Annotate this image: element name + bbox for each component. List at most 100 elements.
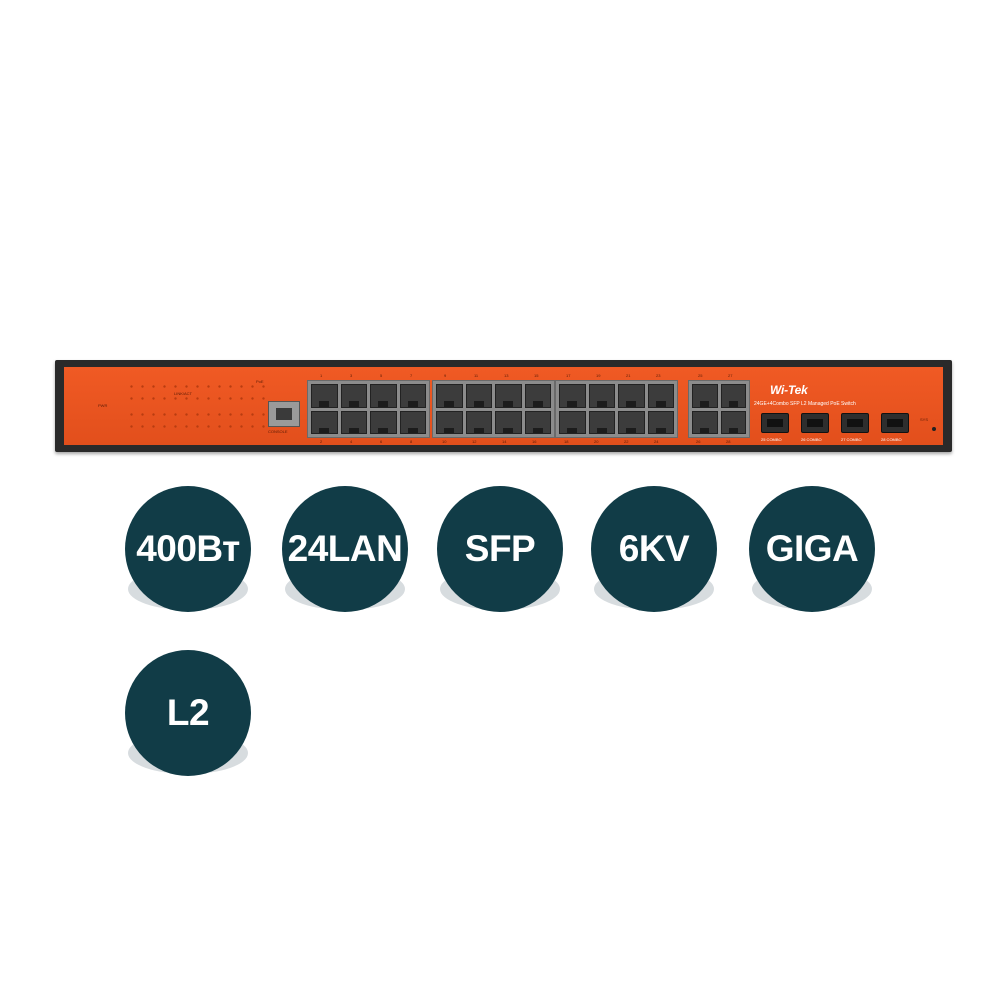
- port-number: 19: [596, 373, 601, 378]
- port-number: 22: [624, 439, 629, 444]
- rj45-port: [618, 384, 645, 408]
- port-number: 23: [656, 373, 661, 378]
- port-number: 14: [502, 439, 507, 444]
- badge-disc: L2: [125, 650, 251, 776]
- rj45-port: [465, 384, 492, 408]
- rj45-port: [370, 384, 397, 408]
- pwr-label: PWR: [98, 403, 108, 408]
- rj45-port: [340, 384, 367, 408]
- rj45-port: [720, 384, 746, 408]
- port-number: 26: [696, 439, 701, 444]
- port-number: 4: [350, 439, 353, 444]
- rj45-port: [311, 384, 338, 408]
- sfp-port: [881, 413, 909, 433]
- badge-label: 6KV: [618, 528, 690, 569]
- rj45-port: [311, 410, 338, 434]
- rj45-port: [559, 384, 586, 408]
- badge-disc: 24LAN: [282, 486, 408, 612]
- sfp-label: 26 COMBO: [801, 437, 822, 442]
- power-led: [932, 427, 936, 431]
- model-text: 24GE+4Combo SFP L2 Managed PoE Switch: [754, 401, 856, 407]
- badge-disc: SFP: [437, 486, 563, 612]
- sfp-label: 27 COMBO: [841, 437, 862, 442]
- console-label: CONSOLE: [268, 429, 288, 434]
- badge-label: 400Вт: [136, 528, 240, 569]
- rj45-port: [588, 384, 615, 408]
- link-label: LINK/ACT: [174, 391, 193, 396]
- sfp-label: 25 COMBO: [761, 437, 782, 442]
- port-number: 3: [350, 373, 353, 378]
- feature-badge: L2: [125, 650, 251, 790]
- feature-badge: GIGA: [749, 486, 875, 626]
- port-number: 5: [380, 373, 383, 378]
- led-row: [126, 425, 266, 428]
- led-row: [126, 397, 266, 400]
- badge-label: 24LAN: [287, 528, 403, 569]
- rj45-port: [524, 410, 551, 434]
- wi-tek-logo: Wi-Tek: [770, 383, 808, 397]
- badge-label: SFP: [464, 528, 536, 569]
- port-number: 8: [410, 439, 413, 444]
- network-switch: PWR PoE LINK/ACT CONSOLE 1 3 5 7 9 11 13…: [55, 360, 952, 452]
- rj45-port: [559, 410, 586, 434]
- rj45-port-block-2: [432, 380, 555, 438]
- rj45-combo-port-block: [688, 380, 750, 438]
- port-number: 12: [472, 439, 477, 444]
- port-number: 24: [654, 439, 659, 444]
- port-number: 13: [504, 373, 509, 378]
- rj45-port: [399, 410, 426, 434]
- sfp-port: [801, 413, 829, 433]
- port-number: 1: [320, 373, 323, 378]
- port-number: 2: [320, 439, 323, 444]
- port-number: 25: [698, 373, 703, 378]
- rj45-port: [436, 384, 463, 408]
- rj45-port: [399, 384, 426, 408]
- rj45-port: [647, 384, 674, 408]
- sys-label: SYS: [920, 417, 929, 422]
- rj45-port: [588, 410, 615, 434]
- feature-badge: 6KV: [591, 486, 717, 626]
- sfp-label: 28 COMBO: [881, 437, 902, 442]
- sfp-port: [761, 413, 789, 433]
- rj45-port: [340, 410, 367, 434]
- port-number: 10: [442, 439, 447, 444]
- rj45-port: [692, 410, 718, 434]
- led-row: [126, 385, 266, 388]
- rj45-port: [495, 410, 522, 434]
- port-number: 9: [444, 373, 447, 378]
- port-number: 11: [474, 373, 479, 378]
- port-number: 18: [564, 439, 569, 444]
- badge-disc: GIGA: [749, 486, 875, 612]
- feature-badge: 400Вт: [125, 486, 251, 626]
- led-indicator-panel: PWR PoE LINK/ACT: [96, 377, 286, 439]
- rj45-port: [647, 410, 674, 434]
- rj45-port: [436, 410, 463, 434]
- console-port: [268, 401, 300, 427]
- poe-label: PoE: [256, 379, 264, 384]
- feature-badge: SFP: [437, 486, 563, 626]
- port-number: 28: [726, 439, 731, 444]
- port-number: 7: [410, 373, 413, 378]
- port-number: 20: [594, 439, 599, 444]
- rj45-port: [465, 410, 492, 434]
- rj45-port: [495, 384, 522, 408]
- badge-label: GIGA: [765, 528, 859, 569]
- brand: Wi-Tek: [770, 381, 808, 399]
- rj45-port: [692, 384, 718, 408]
- port-number: 17: [566, 373, 571, 378]
- sfp-port: [841, 413, 869, 433]
- rj45-port: [720, 410, 746, 434]
- port-number: 27: [728, 373, 733, 378]
- feature-badge: 24LAN: [282, 486, 408, 626]
- badge-disc: 6KV: [591, 486, 717, 612]
- port-number: 21: [626, 373, 631, 378]
- port-number: 6: [380, 439, 383, 444]
- rj45-port-block-1: [307, 380, 430, 438]
- badge-disc: 400Вт: [125, 486, 251, 612]
- rj45-port-block-3: [555, 380, 678, 438]
- led-row: [126, 413, 266, 416]
- rj45-port: [370, 410, 397, 434]
- port-number: 16: [532, 439, 537, 444]
- switch-front-panel: PWR PoE LINK/ACT CONSOLE 1 3 5 7 9 11 13…: [64, 367, 943, 445]
- rj45-port: [524, 384, 551, 408]
